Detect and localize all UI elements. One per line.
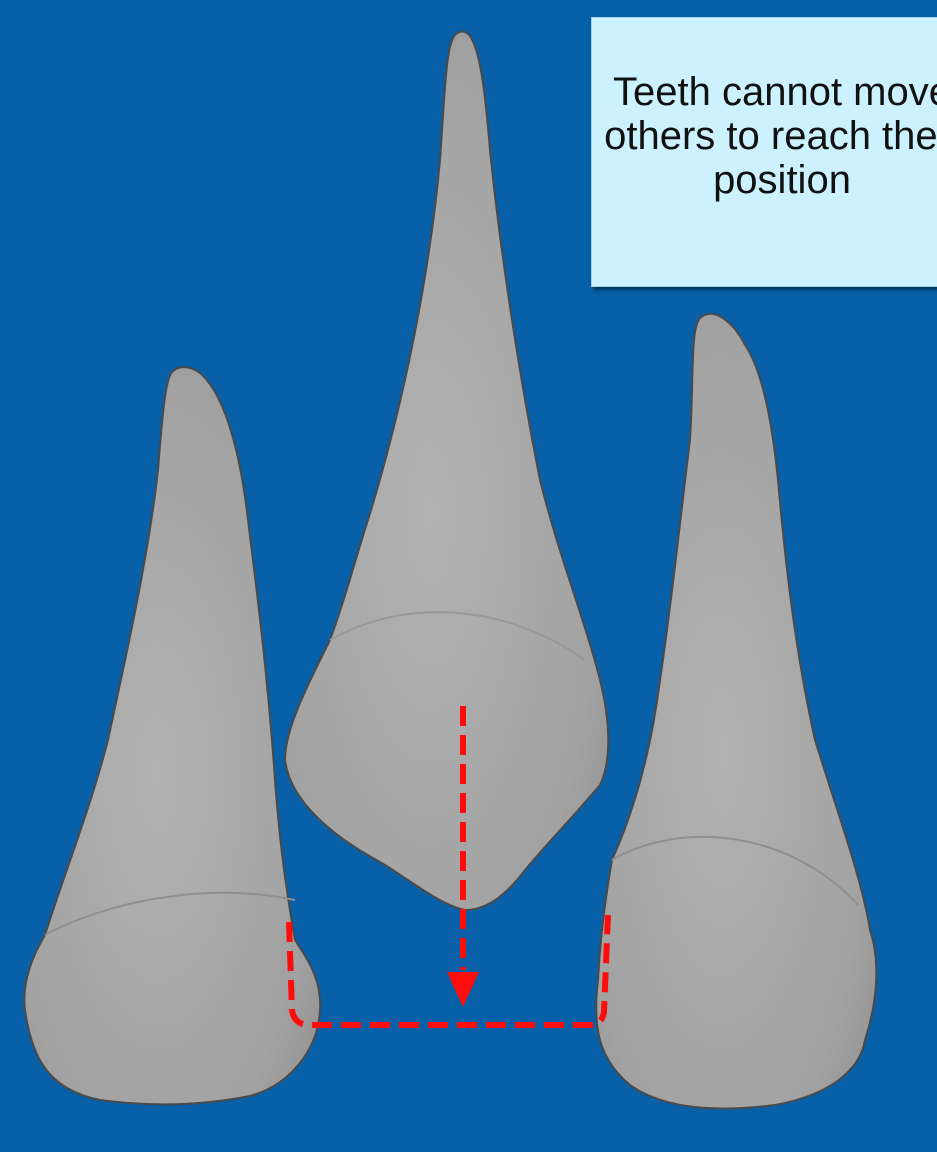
callout-text: Teeth cannot move others to reach their … xyxy=(592,70,937,202)
middle-tooth xyxy=(285,31,608,910)
movement-arrow-head xyxy=(447,972,479,1007)
space-bracket xyxy=(289,915,608,1025)
right-tooth xyxy=(596,314,876,1109)
callout-box: Teeth cannot move others to reach their … xyxy=(591,17,937,287)
left-tooth xyxy=(24,367,320,1104)
